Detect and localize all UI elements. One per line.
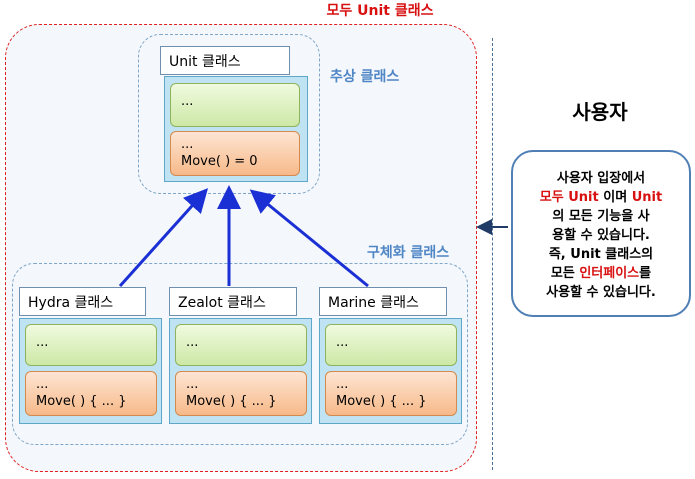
zealot-field-box: ... — [175, 324, 307, 366]
zealot-method-dots: ... — [186, 377, 199, 392]
abstract-class-label: 추상 클래스 — [330, 69, 400, 85]
unit-class-method-box: ... Move( ) = 0 — [170, 131, 300, 176]
inherit-arrow-hydra — [118, 188, 209, 288]
unit-class-field-box: ... — [170, 83, 300, 127]
note-unit-word: Unit — [570, 247, 601, 262]
note-text: 즉, — [548, 247, 571, 262]
note-line-2: 모두 Unit 이며 Unit — [519, 188, 683, 207]
note-highlight-all-unit: 모두 Unit — [539, 190, 599, 205]
zealot-method-box: ... Move( ) { ... } — [175, 371, 307, 416]
hydra-method: Move( ) { ... } — [36, 394, 127, 409]
hydra-field-box: ... — [25, 324, 157, 366]
zealot-class-title: Zealot 클래스 — [169, 287, 297, 316]
note-line-6: 모든 인터페이스를 — [519, 264, 683, 283]
zealot-method: Move( ) { ... } — [186, 394, 277, 409]
note-text: 클래스의 — [600, 247, 654, 262]
note-highlight-interface: 인터페이스 — [579, 266, 640, 281]
concrete-class-region — [12, 263, 468, 445]
inherit-arrow-marine — [249, 189, 369, 288]
note-highlight-unit: Unit — [631, 190, 663, 205]
user-note-box: 사용자 입장에서 모두 Unit 이며 Unit 의 모든 기능을 사 용할 수… — [511, 150, 691, 317]
unit-method-dots: ... — [181, 137, 194, 152]
marine-method-dots: ... — [336, 377, 349, 392]
marine-field-box: ... — [325, 324, 457, 366]
note-line-7: 사용할 수 있습니다. — [546, 285, 656, 300]
vertical-divider — [492, 38, 493, 470]
marine-method: Move( ) { ... } — [336, 394, 427, 409]
marine-method-box: ... Move( ) { ... } — [325, 371, 457, 416]
note-line-1: 사용자 입장에서 — [556, 171, 646, 186]
concrete-class-label: 구체화 클래스 — [367, 245, 450, 261]
note-line-4: 용할 수 있습니다. — [552, 228, 650, 243]
user-heading: 사용자 — [572, 100, 628, 124]
hydra-method-dots: ... — [36, 377, 49, 392]
marine-class-title: Marine 클래스 — [319, 287, 447, 316]
note-text: 이며 — [598, 190, 632, 205]
note-text: 모든 — [550, 266, 580, 281]
unit-method: Move( ) = 0 — [181, 154, 258, 169]
unit-class-title: Unit 클래스 — [160, 46, 290, 75]
note-line-3: 의 모든 기능을 사 — [552, 209, 650, 224]
hydra-method-box: ... Move( ) { ... } — [25, 371, 157, 416]
note-text: 를 — [639, 266, 652, 281]
hydra-class-title: Hydra 클래스 — [19, 287, 146, 316]
all-unit-label: 모두 Unit 클래스 — [326, 3, 434, 19]
note-line-5: 즉, Unit 클래스의 — [519, 245, 683, 264]
